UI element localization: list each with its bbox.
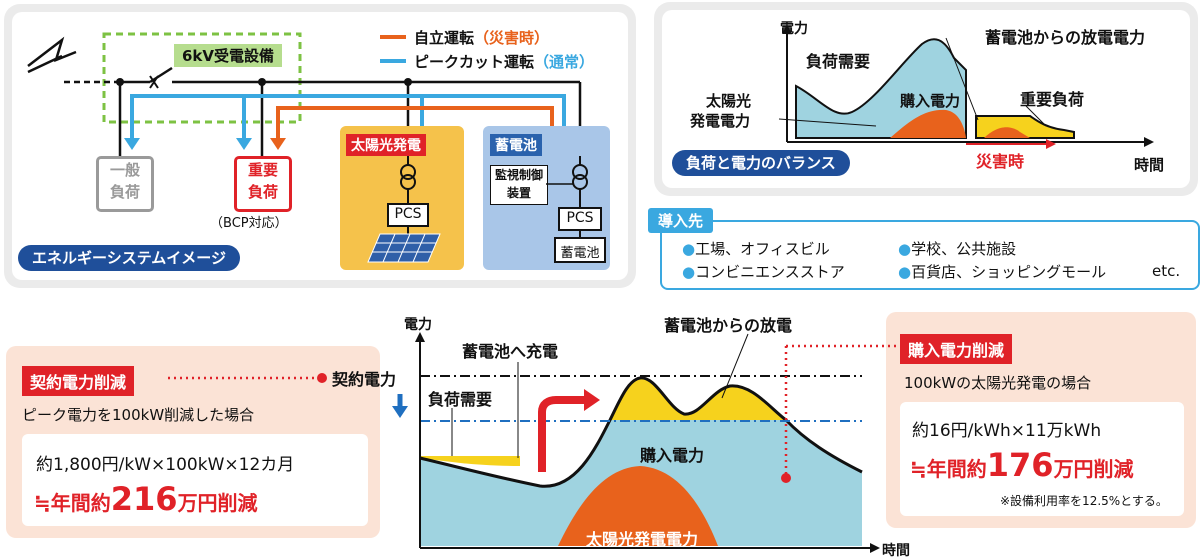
contract-formula: 約1,800円/kW×100kW×12カ月	[36, 455, 295, 475]
balance-load-area	[795, 38, 967, 139]
system-image-caption: エネルギーシステムイメージ	[18, 245, 240, 271]
purchase-tag: 購入電力削減	[900, 334, 1013, 364]
critical-load-line2: 負荷	[247, 183, 278, 201]
battery-equipment	[546, 156, 606, 263]
general-load-line1: 一般	[109, 161, 140, 179]
adoption-item-2-label: 学校、公共施設	[911, 240, 1017, 258]
balance-load-demand: 負荷需要	[806, 52, 871, 71]
balance-solar-area	[890, 109, 966, 138]
bullet-icon: ●	[898, 240, 912, 258]
main-y-label: 電力	[404, 317, 432, 333]
contract-result-prefix: ≒年間約	[34, 491, 111, 515]
solar-panel-icon	[367, 233, 441, 263]
solar-title: 太陽光発電	[346, 134, 426, 156]
adoption-item-4: ●百貨店、ショッピングモール	[898, 261, 1106, 282]
main-purchased-label: 購入電力	[640, 446, 705, 465]
legend-autonomous-label: 自立運転	[414, 29, 475, 47]
main-x-label: 時間	[882, 543, 910, 559]
contract-power-label: 契約電力	[332, 370, 397, 389]
battery-transformer-icon	[572, 164, 588, 180]
purchase-note: ※設備利用率を12.5%とする。	[1000, 494, 1168, 508]
main-solar-label: 太陽光発電電力	[586, 530, 699, 549]
purchase-formula: 約16円/kWh×11万kWh	[912, 421, 1102, 441]
balance-chart	[778, 24, 1154, 149]
balance-purchased: 購入電力	[900, 92, 961, 110]
balance-x-label: 時間	[1134, 156, 1165, 174]
adoption-item-2: ●学校、公共施設	[898, 238, 1016, 259]
main-charge-area	[420, 456, 520, 466]
battery-pcs: PCS	[566, 210, 594, 226]
solar-equipment	[367, 156, 441, 263]
contract-result-value: 216	[110, 480, 178, 518]
monitor-line1: 監視制御	[494, 168, 543, 182]
adoption-etc: etc.	[1152, 262, 1181, 280]
main-discharge-label: 蓄電池からの放電	[664, 316, 793, 335]
substation-label: 6kV受電設備	[174, 44, 283, 67]
adoption-title: 導入先	[648, 208, 714, 233]
balance-y-label: 電力	[780, 21, 808, 37]
adoption-item-4-label: 百貨店、ショッピングモール	[911, 263, 1107, 281]
contract-result-suffix: 万円削減	[177, 491, 258, 515]
bullet-icon: ●	[682, 240, 696, 258]
balance-caption: 負荷と電力のバランス	[672, 150, 850, 176]
legend-autonomous-note: （災害時）	[474, 29, 550, 47]
reduce-down-arrow-icon	[392, 406, 408, 418]
balance-solar-2: 発電電力	[690, 112, 751, 130]
grid-lightning-icon	[27, 36, 77, 67]
contract-result: ≒年間約216万円削減	[34, 480, 258, 518]
purchase-subtitle: 100kWの太陽光発電の場合	[904, 374, 1092, 392]
purchase-result-suffix: 万円削減	[1053, 457, 1134, 481]
main-load-label: 負荷需要	[428, 390, 493, 409]
charge-to-discharge-arrow	[538, 396, 586, 472]
legend-peakcut: ピークカット運転（通常）	[414, 51, 594, 72]
main-load-line	[419, 376, 863, 488]
general-load-box: 一般 負荷	[96, 156, 154, 212]
contract-tag: 契約電力削減	[22, 366, 135, 396]
solar-transformer-icon	[400, 164, 416, 180]
balance-critical-label: 重要負荷	[1020, 90, 1085, 109]
solar-pcs: PCS	[394, 206, 422, 222]
battery-box-label: 蓄電池	[560, 246, 600, 261]
monitor-line2: 装置	[506, 186, 531, 200]
critical-load-box: 重要 負荷	[234, 156, 292, 212]
substation-dashed-box	[102, 32, 302, 124]
adoption-item-1-label: 工場、オフィスビル	[695, 240, 830, 258]
adoption-box	[660, 220, 1200, 290]
legend-autonomous: 自立運転（災害時）	[414, 27, 549, 48]
purchase-result: ≒年間約176万円削減	[910, 446, 1134, 484]
adoption-item-3-label: コンビニエンスストア	[695, 263, 845, 281]
legend-peakcut-label: ピークカット運転	[414, 53, 535, 71]
legend-peakcut-note: （通常）	[534, 53, 595, 71]
balance-discharge-label: 蓄電池からの放電電力	[985, 28, 1146, 47]
contract-subtitle: ピーク電力を100kW削減した場合	[22, 406, 255, 424]
main-charge-label: 蓄電池へ充電	[462, 342, 559, 361]
bullet-icon: ●	[898, 263, 912, 281]
balance-disaster-label: 災害時	[976, 152, 1025, 171]
purchase-result-box	[900, 402, 1184, 516]
battery-title: 蓄電池	[490, 134, 542, 156]
contract-result-box	[22, 434, 368, 526]
purchase-result-prefix: ≒年間約	[910, 457, 987, 481]
adoption-item-1: ●工場、オフィスビル	[682, 238, 830, 259]
purchase-result-value: 176	[986, 446, 1054, 484]
system-diagram	[27, 32, 582, 160]
critical-load-line1: 重要	[247, 161, 278, 179]
adoption-item-3: ●コンビニエンスストア	[682, 261, 845, 282]
main-solar-area	[558, 466, 718, 546]
bcp-label: （BCP対応）	[210, 216, 288, 231]
monitor-box: 監視制御 装置	[490, 165, 548, 205]
general-load-line2: 負荷	[109, 183, 140, 201]
breaker-x-icon	[149, 75, 159, 89]
bullet-icon: ●	[682, 263, 696, 281]
balance-solar-1: 太陽光	[706, 92, 752, 110]
